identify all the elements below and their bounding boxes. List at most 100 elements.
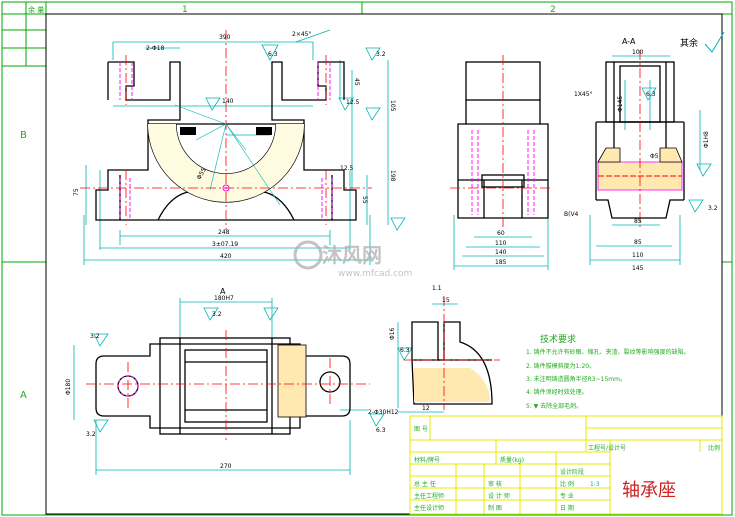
material-label: 材料/牌号 bbox=[414, 456, 440, 464]
svg-text:145: 145 bbox=[632, 265, 644, 272]
svg-text:140: 140 bbox=[495, 249, 507, 256]
svg-text:3.2: 3.2 bbox=[212, 311, 222, 318]
svg-text:15: 15 bbox=[442, 297, 450, 304]
svg-text:110: 110 bbox=[632, 252, 644, 259]
svg-text:3.2: 3.2 bbox=[90, 333, 100, 340]
svg-text:55: 55 bbox=[361, 196, 368, 204]
side-hidden-lines bbox=[471, 130, 535, 215]
role-right-3: 制 图 bbox=[488, 504, 502, 512]
svg-text:198: 198 bbox=[389, 170, 396, 182]
zone-label-2: 2 bbox=[550, 5, 556, 15]
plan-outline bbox=[95, 337, 351, 435]
mass-label: 质量(kg) bbox=[500, 456, 524, 464]
side-dimensions bbox=[453, 215, 549, 270]
svg-text:2×45°: 2×45° bbox=[292, 31, 311, 38]
svg-text:248: 248 bbox=[218, 229, 230, 236]
front-center-lines bbox=[80, 30, 372, 230]
tech-item: 3. 未注明铸造圆角半径R3~15mm。 bbox=[526, 375, 626, 383]
svg-text:110: 110 bbox=[495, 240, 507, 247]
roughness-symbol bbox=[704, 31, 725, 53]
svg-text:100: 100 bbox=[632, 49, 644, 56]
side-view: 60 110 140 185 bbox=[450, 55, 552, 270]
tech-item: 2. 铸件拔模斜度为1:20。 bbox=[526, 362, 595, 370]
svg-text:6.3: 6.3 bbox=[268, 51, 278, 58]
role-3: 主任设计师 bbox=[414, 504, 444, 512]
front-radial-dims bbox=[174, 104, 281, 206]
scale-label: 比例 bbox=[708, 444, 720, 452]
detail-dim-texts: Φ16 15 12 6.3 1.1 bbox=[389, 285, 450, 412]
svg-text:3±07.19: 3±07.19 bbox=[212, 241, 238, 248]
tech-item: 4. 铸件须经时效处理。 bbox=[526, 388, 588, 396]
detail-dimensions bbox=[397, 303, 458, 413]
svg-text:2-Φ30H12: 2-Φ30H12 bbox=[368, 409, 399, 416]
svg-text:6.3: 6.3 bbox=[376, 427, 386, 434]
svg-text:6.3: 6.3 bbox=[400, 347, 410, 354]
detail-view: Φ16 15 12 6.3 1.1 bbox=[389, 285, 500, 413]
svg-text:180H7: 180H7 bbox=[214, 295, 234, 302]
svg-text:12.5: 12.5 bbox=[346, 99, 360, 106]
zone-label-1: 1 bbox=[182, 5, 188, 15]
section-dim-texts: 100 6.3 1X45° Φ145 Φ1H8 Φ5 85 85 110 145… bbox=[564, 49, 718, 272]
svg-text:60: 60 bbox=[497, 230, 505, 237]
front-center-mark bbox=[222, 184, 230, 192]
svg-text:Φ5: Φ5 bbox=[650, 153, 659, 160]
svg-text:3.2: 3.2 bbox=[86, 431, 96, 438]
plan-center-lines bbox=[86, 330, 370, 440]
side-dim-texts: 60 110 140 185 bbox=[495, 230, 507, 266]
detail-center-lines bbox=[404, 296, 500, 410]
svg-text:1X45°: 1X45° bbox=[574, 91, 593, 98]
svg-text:6.3: 6.3 bbox=[646, 91, 656, 98]
svg-text:12: 12 bbox=[422, 405, 430, 412]
svg-text:420: 420 bbox=[220, 253, 232, 260]
tech-requirements: 技术要求 1. 铸件不允许有砂眼、缩孔、夹渣、裂纹等影响强度的缺陷。 2. 铸件… bbox=[526, 333, 690, 410]
front-view: 390 2×45° 2-Φ18 45 12.5 105 198 12.5 55 … bbox=[73, 29, 406, 265]
tech-title: 技术要求 bbox=[540, 333, 576, 345]
plan-hatch bbox=[117, 344, 307, 418]
watermark: 沐风网 www.mfcad.com bbox=[293, 240, 412, 279]
plan-dim-texts: 180H7 3.2 Φ180 3.2 2-Φ30H12 6.3 270 3.2 bbox=[65, 295, 399, 470]
role-right-1: 审 核 bbox=[488, 480, 502, 488]
stage-cell-2: 专 业 bbox=[560, 492, 574, 500]
svg-text:45: 45 bbox=[353, 78, 360, 86]
role-right-2: 设 计 师 bbox=[488, 492, 510, 500]
stage-cell-1: 比 例 bbox=[560, 480, 574, 488]
svg-text:105: 105 bbox=[389, 100, 396, 112]
roughness-note: 其余 bbox=[680, 37, 698, 49]
svg-text:Φ145: Φ145 bbox=[617, 96, 624, 112]
svg-text:85: 85 bbox=[634, 218, 642, 225]
project-label: 工程号/设计号 bbox=[588, 444, 626, 452]
view-a-label: A bbox=[220, 287, 226, 296]
svg-text:Φ16: Φ16 bbox=[389, 327, 396, 340]
watermark-brand: 沐风网 bbox=[322, 243, 382, 267]
front-hidden-lines bbox=[119, 62, 333, 220]
watermark-url: www.mfcad.com bbox=[338, 269, 412, 279]
svg-text:270: 270 bbox=[220, 463, 232, 470]
plan-view: A bbox=[65, 287, 399, 475]
zone-label-b: B bbox=[20, 130, 27, 141]
role-2: 主任工程师 bbox=[414, 492, 444, 500]
section-aa-label: A-A bbox=[622, 37, 636, 46]
svg-text:185: 185 bbox=[495, 259, 507, 266]
inner-border bbox=[45, 13, 723, 515]
part-name: 轴承座 bbox=[622, 480, 676, 501]
tech-item: 5. ▼ 去除全部毛刺。 bbox=[526, 402, 582, 410]
svg-text:12.5: 12.5 bbox=[340, 165, 354, 172]
watermark-logo-icon bbox=[293, 240, 323, 270]
detail-hatch bbox=[414, 368, 490, 402]
svg-text:Φ1H8: Φ1H8 bbox=[703, 131, 710, 148]
svg-text:140: 140 bbox=[222, 98, 234, 105]
role-1: 总 主 任 bbox=[414, 480, 436, 488]
drawing-no-label: 图 号 bbox=[414, 426, 428, 433]
side-center-lines bbox=[450, 55, 552, 230]
svg-text:2-Φ18: 2-Φ18 bbox=[146, 45, 165, 52]
svg-text:75: 75 bbox=[73, 188, 80, 196]
svg-text:85: 85 bbox=[634, 239, 642, 246]
corner-note: 余 量 bbox=[28, 5, 44, 14]
zone-label-a: A bbox=[20, 390, 27, 401]
scale-value: 1:3 bbox=[590, 481, 600, 488]
stage-label: 设计阶段 bbox=[560, 468, 584, 476]
svg-text:B(V4: B(V4 bbox=[564, 211, 579, 218]
plan-dimensions bbox=[73, 298, 385, 475]
title-block: 图 号 工程号/设计号 比例 材料/牌号 质量(kg) 设计阶段 总 主 任 主… bbox=[409, 415, 723, 515]
